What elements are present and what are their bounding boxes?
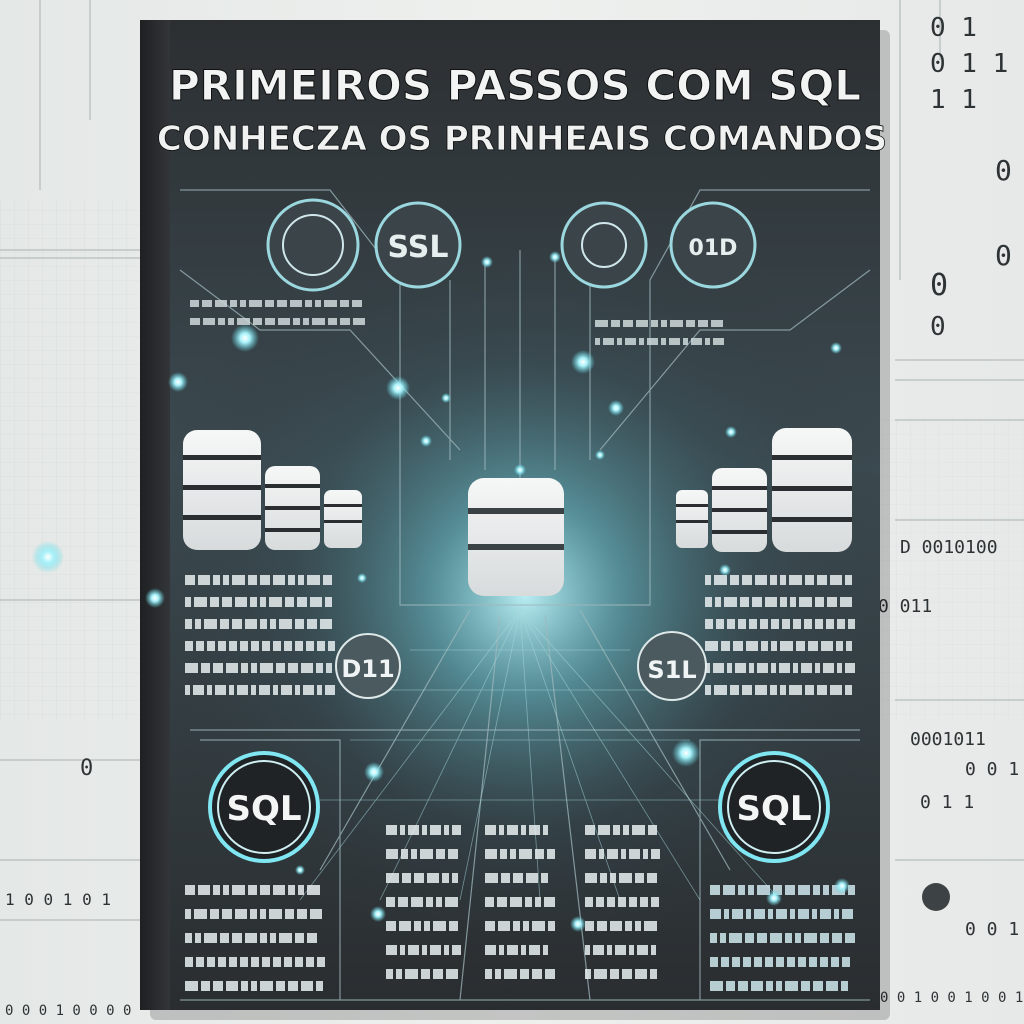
glow-dot xyxy=(595,450,605,460)
center-database xyxy=(468,478,564,596)
glow-dot xyxy=(570,916,586,932)
background-lines xyxy=(0,0,1024,921)
code-rows-right xyxy=(705,575,855,695)
glow-dot xyxy=(32,541,64,573)
badge-s1l-text: S1L xyxy=(647,656,696,684)
glow-dot xyxy=(725,426,737,438)
bg-binary-15: 0 0 1 0 xyxy=(965,919,1024,940)
bg-binary-5: 0 0 7 xyxy=(995,239,1024,272)
code-rows-bottom-left xyxy=(185,885,325,991)
code-rows-top-left xyxy=(190,300,365,325)
glow-dot xyxy=(441,393,451,403)
glow-dot xyxy=(672,739,700,767)
badge-sql-left-text: SQL xyxy=(226,789,301,829)
glow-dot xyxy=(370,906,386,922)
bg-binary-3: 1 1 xyxy=(930,85,977,115)
bg-binary-14: 1 0 0 1 0 1 xyxy=(5,890,111,909)
glow-dot xyxy=(295,865,305,875)
left-database-stacks xyxy=(183,430,362,550)
mid-badges: D11 S1L xyxy=(335,631,707,701)
glow-dot xyxy=(571,350,595,374)
glow-dot xyxy=(386,376,410,400)
db-stack-medium-left xyxy=(265,466,320,550)
db-stack-small-right xyxy=(676,490,708,548)
glow-dot xyxy=(481,256,493,268)
bg-binary-10: 0001011 xyxy=(910,729,986,750)
glow-dot xyxy=(766,890,782,906)
background-grid-left xyxy=(0,200,150,720)
bg-binary-13: 0 xyxy=(80,756,93,781)
glow-dot xyxy=(231,324,259,352)
glow-dot xyxy=(168,372,188,392)
code-rows-bottom-right xyxy=(710,885,855,991)
bg-binary-7: 0 xyxy=(930,312,946,342)
bg-binary-8: D 0010100 xyxy=(900,537,998,558)
emblem-4 xyxy=(669,201,757,289)
badge-sql-right-text: SQL xyxy=(736,789,811,829)
db-stack-small-left xyxy=(324,490,362,548)
bg-binary-2: 0 1 1 xyxy=(930,49,1008,79)
bg-binary-1: 0 1 xyxy=(930,13,977,43)
cover-title: PRIMEIROS PASSOS COM SQL xyxy=(169,61,861,110)
code-rows-top-right xyxy=(595,320,724,345)
glow-dot xyxy=(514,464,526,476)
background-binary-text: 0 1 0 1 1 1 1 0 0 0 0 7 0 0 D 0010100 0 … xyxy=(5,13,1024,1019)
glow-dot xyxy=(719,564,731,576)
top-emblems: SSL 01D xyxy=(266,198,757,292)
code-column-2 xyxy=(485,825,555,979)
db-stack-large-right xyxy=(772,428,852,552)
background-dot xyxy=(922,883,950,911)
glow-dot xyxy=(608,400,624,416)
bg-binary-6: 0 xyxy=(930,268,948,303)
bg-binary-9: 0 011 xyxy=(878,596,932,617)
perspective-grid xyxy=(299,609,781,901)
db-stack-medium-right xyxy=(712,468,767,552)
code-blocks xyxy=(185,300,855,991)
bg-binary-16: 0 0 1 0 0 1 0 0 1 0 xyxy=(880,990,1024,1006)
bg-binary-12: 0 1 1 xyxy=(920,792,974,813)
glow-dot xyxy=(364,762,384,782)
glow-dot xyxy=(357,573,367,583)
glowing-dots xyxy=(32,251,850,932)
bg-binary-4: 0 0 xyxy=(995,154,1024,187)
circuit-lines xyxy=(179,189,871,1001)
glow-dot xyxy=(420,435,432,447)
emblem-ssl-text: SSL xyxy=(388,230,449,265)
db-stack-large-left xyxy=(183,430,261,550)
emblem-3 xyxy=(560,201,648,289)
cover-subtitle: CONHECZA OS PRINHEAIS COMANDOS xyxy=(157,119,887,159)
right-database-stacks xyxy=(676,428,852,552)
background-grid-right xyxy=(880,420,1024,720)
glow-dot xyxy=(830,342,842,354)
bg-binary-11: 0 0 1 xyxy=(965,759,1019,780)
emblem-01d-text: 01D xyxy=(689,236,738,261)
code-rows-left xyxy=(185,575,335,695)
emblem-2 xyxy=(374,201,462,289)
badge-d11-text: D11 xyxy=(341,655,394,683)
emblem-1 xyxy=(266,198,360,292)
code-column-1 xyxy=(386,825,461,979)
bottom-sql-badges: SQL SQL xyxy=(208,751,830,863)
glow-dot xyxy=(549,251,561,263)
code-column-3 xyxy=(585,825,660,979)
bg-binary-17: 0 0 0 1 0 0 0 0 xyxy=(5,1003,131,1019)
glow-dot xyxy=(834,878,850,894)
glow-dot xyxy=(145,588,165,608)
